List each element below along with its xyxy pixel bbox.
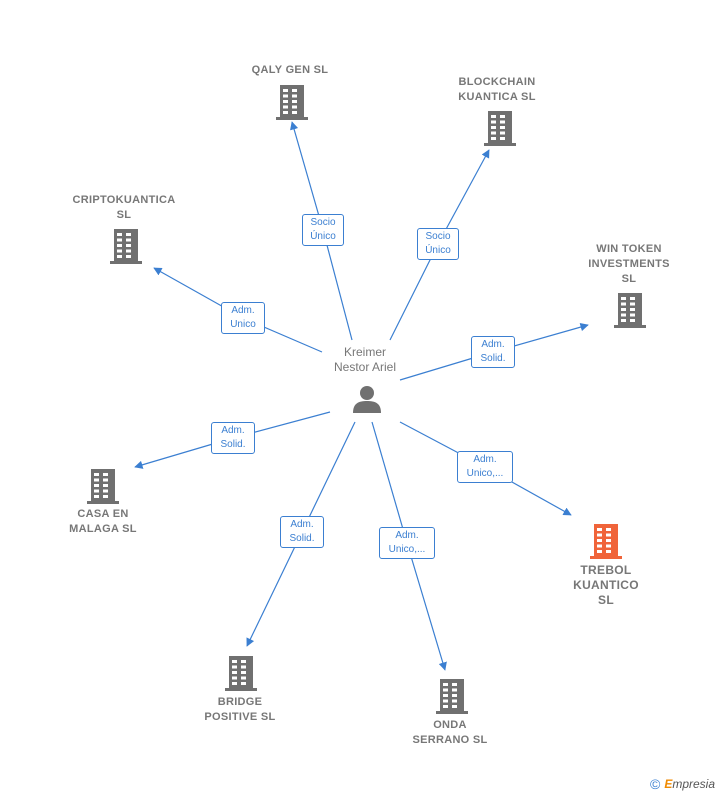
relation-label-onda[interactable]: Adm. Unico,... (379, 527, 435, 559)
relation-label-bridge[interactable]: Adm. Solid. (280, 516, 324, 548)
person-icon[interactable] (352, 384, 382, 414)
relation-label-cripto[interactable]: Adm. Unico (221, 302, 265, 334)
company-name-wintoken[interactable]: WIN TOKEN INVESTMENTS SL (588, 243, 670, 285)
building-icon[interactable] (87, 468, 119, 509)
copyright-symbol: © (650, 776, 661, 792)
brand-logo: Empresia (664, 777, 716, 791)
person-name[interactable]: Kreimer Nestor Ariel (333, 345, 397, 374)
building-icon[interactable] (276, 84, 308, 125)
company-name-qaly[interactable]: QALY GEN SL (251, 64, 329, 76)
building-icon[interactable] (110, 228, 142, 269)
building-icon[interactable] (590, 523, 622, 564)
relation-label-trebol[interactable]: Adm. Unico,... (457, 451, 513, 483)
company-name-bridge[interactable]: BRIDGE POSITIVE SL (204, 696, 276, 723)
footer-brand: © Empresia (650, 776, 715, 792)
company-name-trebol[interactable]: TREBOL KUANTICO SL (573, 563, 639, 607)
company-name-cripto[interactable]: CRIPTOKUANTICA SL (72, 194, 176, 221)
relation-label-qaly[interactable]: Socio Único (302, 214, 344, 246)
building-icon[interactable] (614, 292, 646, 333)
building-icon[interactable] (436, 678, 468, 719)
relation-label-blockchain[interactable]: Socio Único (417, 228, 459, 260)
building-icon[interactable] (484, 110, 516, 151)
relation-label-casa[interactable]: Adm. Solid. (211, 422, 255, 454)
relation-label-wintoken[interactable]: Adm. Solid. (471, 336, 515, 368)
company-name-blockchain[interactable]: BLOCKCHAIN KUANTICA SL (458, 76, 536, 103)
company-name-casa[interactable]: CASA EN MALAGA SL (69, 508, 137, 535)
building-icon[interactable] (225, 655, 257, 696)
company-name-onda[interactable]: ONDA SERRANO SL (412, 719, 488, 746)
